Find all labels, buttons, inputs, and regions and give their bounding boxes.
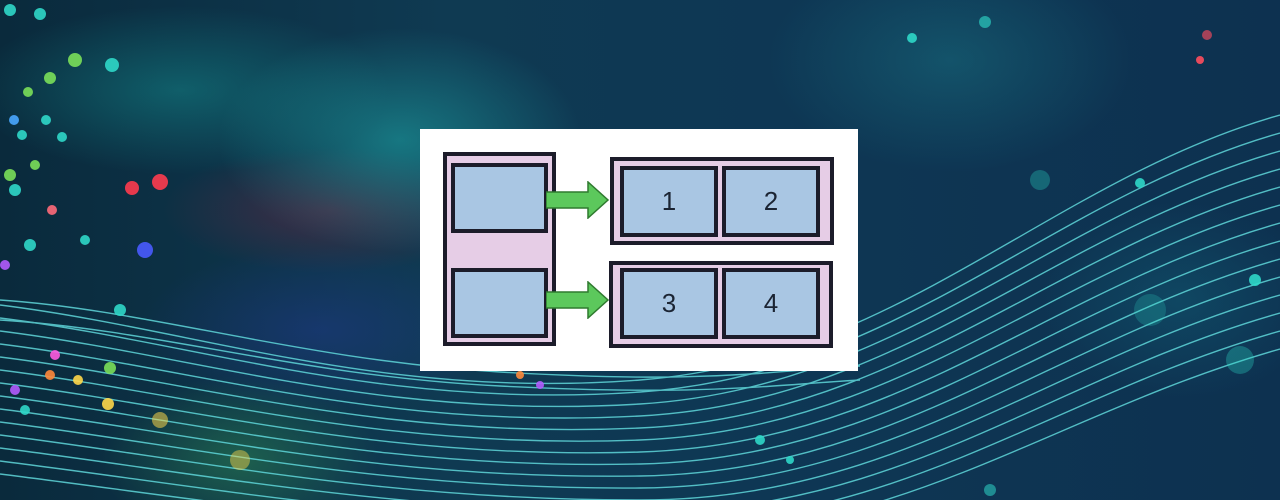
pane-3-label: 3	[661, 288, 677, 318]
pane-2: 2	[722, 166, 820, 237]
left-pane-bottom	[451, 268, 548, 338]
left-container	[443, 152, 556, 346]
diagram-card: 1 2 3 4	[420, 129, 858, 371]
left-pane-top	[451, 163, 548, 233]
arrow-right-icon-top	[546, 181, 610, 219]
pane-4: 4	[722, 268, 820, 339]
pane-1: 1	[620, 166, 718, 237]
pane-2-label: 2	[763, 186, 779, 216]
pane-3: 3	[620, 268, 718, 339]
bokeh-dots	[0, 4, 1261, 496]
pane-4-label: 4	[763, 288, 779, 318]
right-row-bottom: 3 4	[609, 261, 833, 348]
arrow-right-icon-bottom	[546, 281, 610, 319]
right-row-top: 1 2	[610, 157, 834, 245]
pane-1-label: 1	[661, 186, 677, 216]
